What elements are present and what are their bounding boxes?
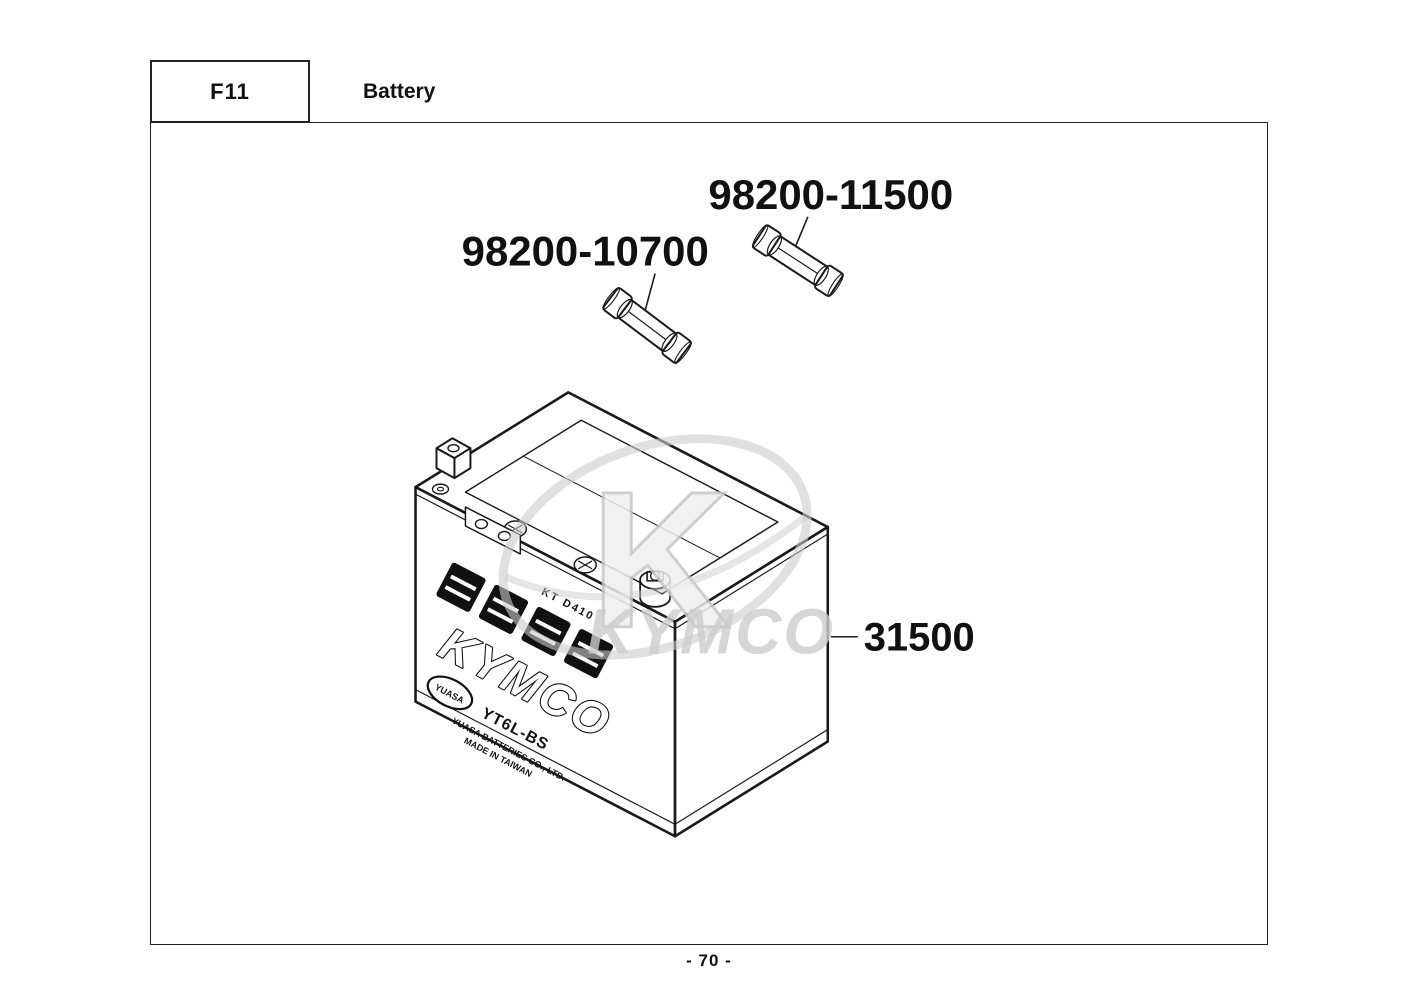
page-number: - 70 -	[686, 951, 732, 970]
kymco-watermark: K KYMCO	[498, 434, 835, 670]
leader-line-98200-11500	[795, 216, 809, 247]
battery-seam-line	[415, 689, 829, 825]
fuse-98200-10700	[599, 284, 695, 367]
battery-side-face	[673, 525, 830, 838]
battery-diagram: KT D410	[414, 171, 975, 838]
battery-lid-ridge	[523, 455, 721, 559]
battery-terminal-negative	[431, 437, 472, 495]
battery-label-badge: YUASA	[426, 675, 474, 711]
battery-drawing: KT D410	[414, 391, 830, 838]
leader-line-98200-10700	[644, 273, 656, 311]
watermark-letter: K	[590, 452, 731, 669]
diagram-frame: KT D410	[150, 122, 1268, 945]
callout-31500: 31500	[864, 616, 975, 660]
watermark-swoosh	[504, 514, 807, 601]
callout-98200-10700: 98200-10700	[462, 228, 709, 275]
callout-98200-11500: 98200-11500	[708, 171, 953, 218]
page-title: Battery	[363, 80, 436, 103]
fuse-98200-11500	[749, 222, 847, 300]
section-code: F11	[210, 78, 250, 104]
watermark-brand: KYMCO	[587, 596, 835, 668]
watermark-ellipse	[498, 434, 812, 660]
section-code-box: F11	[150, 60, 310, 123]
battery-bracket	[464, 506, 522, 555]
vent-cap	[573, 556, 597, 574]
